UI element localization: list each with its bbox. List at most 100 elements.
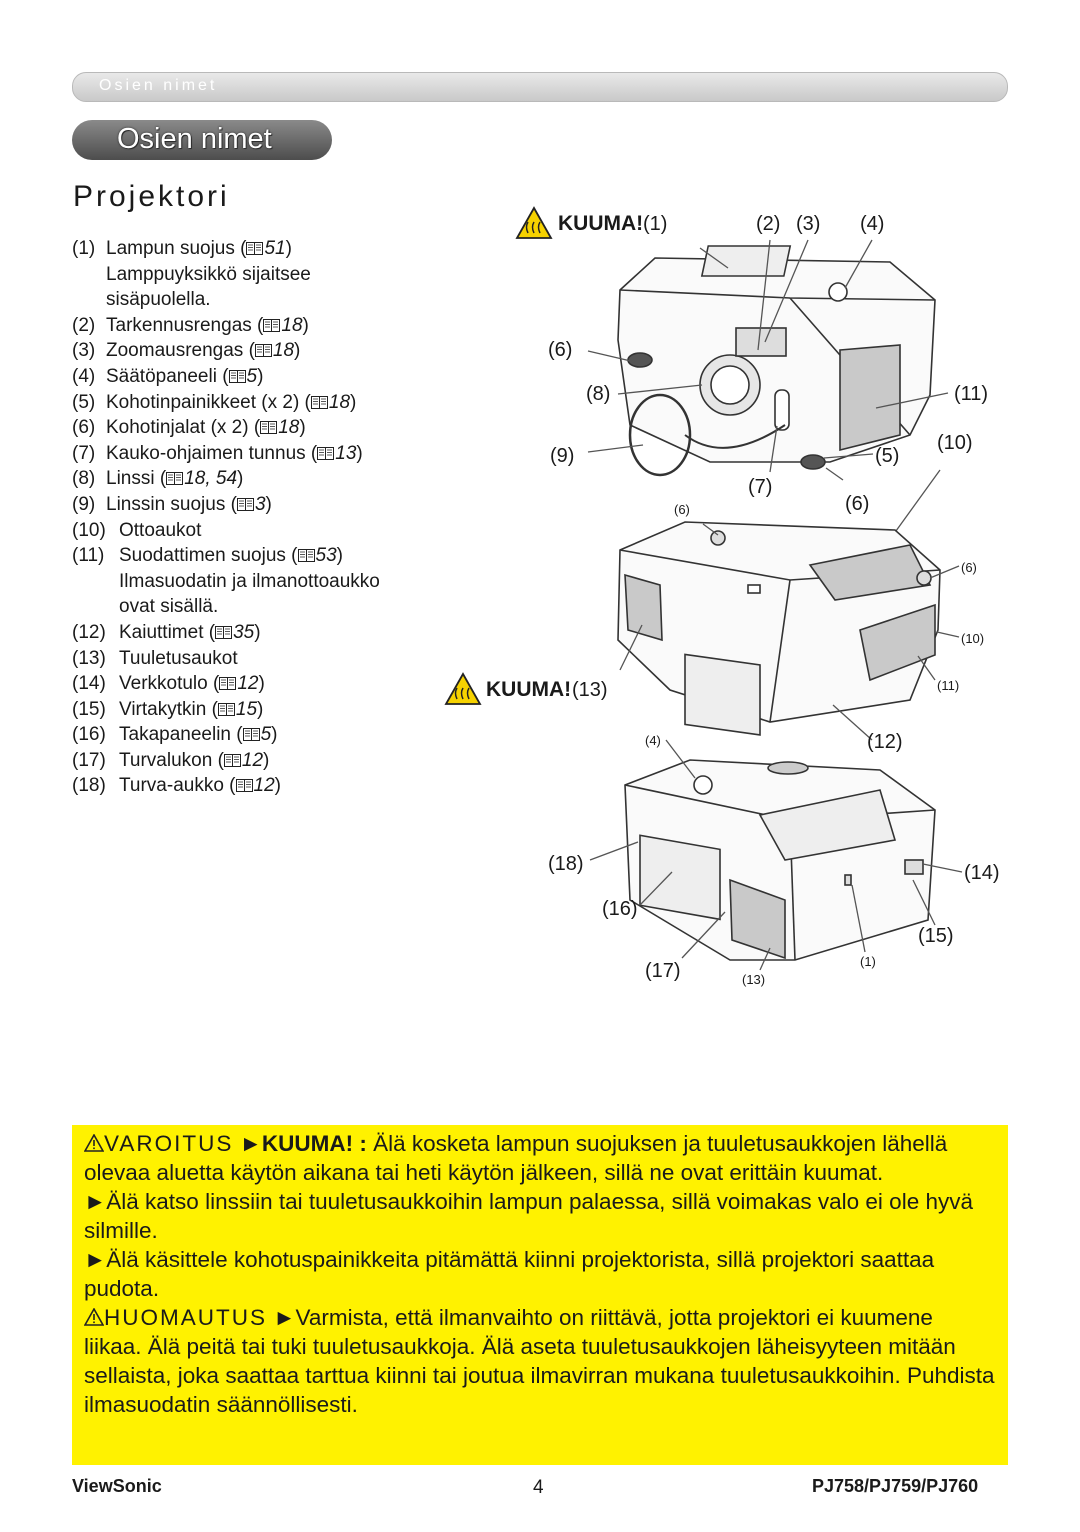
- hot-warning-icon: [515, 206, 553, 239]
- reference-close: ): [302, 314, 309, 336]
- reference-close: ): [356, 442, 363, 464]
- book-icon: [254, 344, 272, 358]
- part-description: Ottoaukot: [119, 518, 201, 544]
- book-icon: [260, 421, 278, 435]
- part-description: Kohotinjalat (x 2) (18): [106, 415, 306, 441]
- callout-5: (5): [875, 445, 899, 467]
- part-item: (10) Ottoaukot: [72, 518, 452, 544]
- page-reference: 5: [260, 724, 272, 746]
- part-description: Kohotinpainikkeet (x 2) (18): [106, 390, 356, 416]
- book-icon: [242, 728, 260, 742]
- warning-box: VAROITUS ►KUUMA! : Älä kosketa lampun su…: [72, 1125, 1008, 1465]
- part-description: Turvalukon (12): [119, 748, 269, 774]
- part-label: Kaiuttimet (: [119, 621, 216, 643]
- part-description: Tuuletusaukot: [119, 646, 238, 672]
- hot-label-bottom: KUUMA!: [486, 678, 571, 701]
- callout-16: (16): [602, 898, 638, 920]
- huomautus-label: HUOMAUTUS: [104, 1305, 267, 1330]
- part-item: (9)Linssin suojus (3): [72, 492, 452, 518]
- part-number: (17): [72, 749, 106, 771]
- part-number: (15): [72, 698, 106, 720]
- page-reference: 18: [272, 340, 295, 362]
- part-note: Lamppuyksikkö sijaitsee: [106, 263, 311, 285]
- callout-13: (13): [572, 679, 608, 701]
- part-item: (4) Säätöpaneeli (5): [72, 364, 452, 390]
- projector-rear-view: [624, 759, 936, 961]
- callout-4-small: (4): [645, 733, 661, 748]
- reference-close: ): [274, 775, 281, 797]
- callout-1-small: (1): [860, 954, 876, 969]
- part-number: (11): [72, 545, 105, 567]
- part-label: Tuuletusaukot: [119, 647, 238, 669]
- warning-lens-paragraph: ►Älä katso linssiin tai tuuletusaukkoihi…: [84, 1189, 973, 1243]
- page-reference: 53: [315, 545, 337, 567]
- book-icon: [228, 369, 246, 383]
- breadcrumb: Osien nimet: [99, 77, 218, 94]
- part-number: (10): [72, 519, 106, 541]
- warning-hot-text: Älä kosketa lampun suojuksen ja tuuletus…: [84, 1131, 948, 1185]
- part-item: (14)Verkkotulo (12): [72, 671, 452, 697]
- reference-close: ): [263, 749, 270, 771]
- section-title-pill: Osien nimet: [72, 120, 332, 160]
- part-number: (4): [72, 365, 96, 387]
- callout-7: (7): [748, 476, 772, 498]
- warning-elevator-paragraph: ►Älä käsittele kohotuspainikkeita pitämä…: [84, 1247, 935, 1301]
- part-label: Verkkotulo (: [119, 673, 220, 695]
- part-label: Ottoaukot: [119, 519, 202, 541]
- part-item: (12) Kaiuttimet ( 35): [72, 620, 452, 646]
- part-number: (12): [72, 621, 106, 643]
- reference-close: ): [294, 340, 301, 362]
- book-icon: [263, 318, 281, 332]
- part-label: Linssi (: [106, 468, 167, 490]
- part-description: Tarkennusrengas (18): [106, 313, 309, 339]
- part-item: (11)Suodattimen suojus (53)Ilmasuodatin …: [72, 543, 452, 620]
- callout-11: (11): [954, 383, 988, 405]
- callout-10-small: (10): [961, 631, 984, 646]
- part-note: sisäpuolella.: [106, 289, 211, 311]
- part-label: Tarkennusrengas (: [106, 314, 264, 336]
- reference-close: ): [254, 621, 261, 643]
- page-reference: 35: [233, 621, 255, 643]
- part-label: Lampun suojus (: [106, 238, 247, 259]
- book-icon: [166, 472, 184, 486]
- book-icon: [217, 702, 235, 716]
- callout-4: (4): [860, 213, 884, 235]
- part-description: Linssin suojus (3): [106, 492, 272, 518]
- part-label: Kohotinpainikkeet (x 2) (: [106, 391, 311, 413]
- reference-close: ): [271, 724, 278, 746]
- callout-17: (17): [645, 960, 681, 982]
- page-reference: 51: [264, 238, 286, 259]
- part-label: Kauko-ohjaimen tunnus (: [106, 442, 318, 464]
- part-description: Kaiuttimet ( 35): [119, 620, 261, 646]
- part-label: Turva-aukko (: [119, 775, 236, 797]
- reference-close: ): [258, 673, 265, 695]
- page-reference: 3: [254, 493, 266, 515]
- part-description: Verkkotulo (12): [119, 671, 265, 697]
- callout-8: (8): [586, 383, 610, 405]
- part-item: (15)Virtakytkin (15): [72, 697, 452, 723]
- page-reference: 18, 54: [184, 468, 238, 490]
- callout-18: (18): [548, 853, 584, 875]
- reference-close: ): [299, 417, 306, 439]
- part-number: (18): [72, 775, 106, 797]
- part-number: (7): [72, 442, 96, 464]
- projector-illustration: KUUMA! (1) (2) (3) (4) (6) (8) (11) (10)…: [444, 206, 1000, 987]
- part-description: Turva-aukko (12): [119, 773, 281, 799]
- callout-13-small: (13): [742, 972, 765, 987]
- part-item: (5)Kohotinpainikkeet (x 2) (18): [72, 390, 452, 416]
- callout-12: (12): [867, 731, 903, 753]
- warning-hot-strong: ►KUUMA! :: [239, 1131, 367, 1156]
- callout-9: (9): [550, 445, 574, 467]
- part-note: Ilmasuodatin ja ilmanottoaukko: [119, 570, 380, 592]
- reference-close: ): [350, 391, 357, 413]
- part-item: (7)Kauko-ohjaimen tunnus (13): [72, 441, 452, 467]
- callout-2: (2): [756, 213, 780, 235]
- part-item: (2)Tarkennusrengas (18): [72, 313, 452, 339]
- callout-11-small: (11): [937, 678, 959, 693]
- callout-3: (3): [796, 213, 820, 235]
- warning-hot-paragraph: VAROITUS ►KUUMA! : Älä kosketa lampun su…: [84, 1129, 996, 1187]
- part-label: Virtakytkin (: [119, 698, 218, 720]
- part-description: Zoomausrengas (18): [106, 338, 300, 364]
- callout-6-small-2: (6): [961, 560, 977, 575]
- part-description: Säätöpaneeli (5): [106, 364, 263, 390]
